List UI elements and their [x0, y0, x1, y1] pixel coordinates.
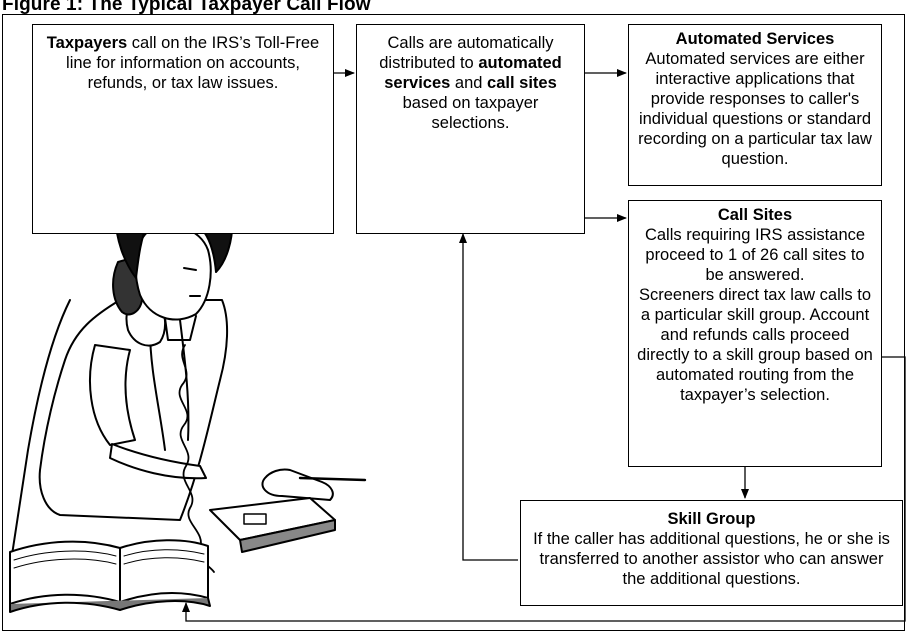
- arrow-callsites-back-to-taxpayer: [182, 356, 906, 622]
- call-sites-body-1: Calls requiring IRS assistance proceed t…: [644, 226, 866, 284]
- automated-services-heading: Automated Services: [675, 30, 835, 48]
- call-sites-box: Call Sites Calls requiring IRS assistanc…: [628, 200, 882, 467]
- figure-title: Figure 1: The Typical Taxpayer Call Flow: [2, 0, 371, 15]
- skill-group-box: Skill Group If the caller has additional…: [520, 500, 903, 606]
- automated-services-body: Automated services are either interactiv…: [638, 50, 872, 168]
- skill-group-heading: Skill Group: [667, 510, 756, 528]
- taxpayers-call-box: Taxpayers call on the IRS’s Toll-Free li…: [32, 24, 334, 234]
- figure-frame: [2, 14, 905, 631]
- taxpayers-bold-label: Taxpayers: [46, 34, 128, 52]
- distribution-text-post: based on taxpayer selections.: [402, 94, 539, 132]
- taxpayers-text: call on the IRS’s Toll-Free line for inf…: [66, 34, 320, 92]
- distribution-bold-callsites: call sites: [487, 74, 557, 92]
- distribution-text-pre: Calls are automatically distributed to: [379, 34, 554, 72]
- call-sites-heading: Call Sites: [717, 206, 793, 224]
- distribution-bold-automated: automated services: [384, 54, 562, 92]
- automated-services-box: Automated Services Automated services ar…: [628, 24, 882, 186]
- call-distribution-box: Calls are automatically distributed to a…: [356, 24, 585, 234]
- distribution-text-mid: and: [450, 74, 488, 92]
- arrow-skill-back-to-distribution: [459, 233, 518, 561]
- skill-group-body: If the caller has additional questions, …: [533, 530, 890, 588]
- call-sites-body-2: Screeners direct tax law calls to a part…: [637, 286, 873, 404]
